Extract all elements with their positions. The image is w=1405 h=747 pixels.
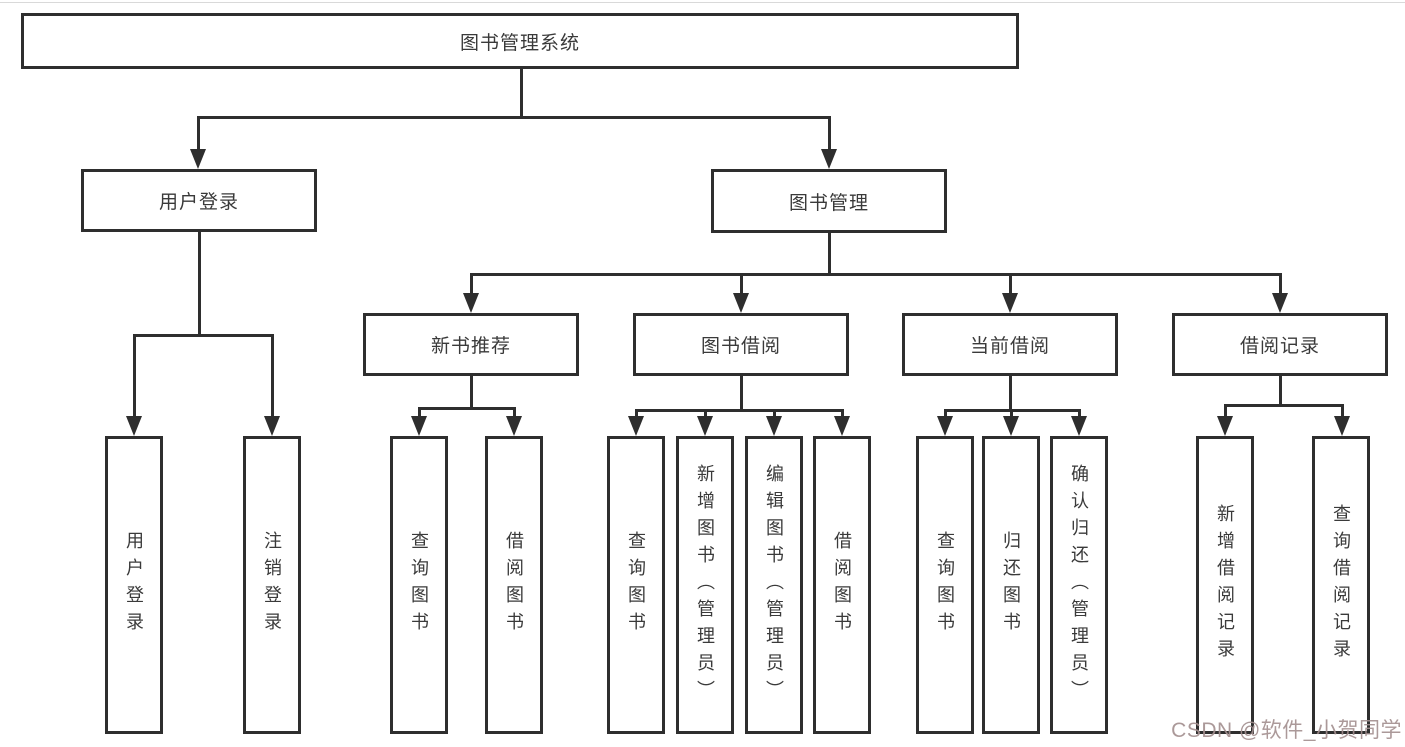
node-root: 图书管理系统: [21, 13, 1019, 69]
arrow-down-icon: [821, 149, 837, 169]
arrow-shaft-user-login-to-leaves-0: [132, 335, 136, 424]
connector-stem-book-borrowing-to-leaves: [739, 376, 743, 410]
node-current-borrowing: 当前借阅: [902, 313, 1118, 376]
node-leaf-query-book-3: 查询图书: [916, 436, 974, 734]
node-label-new-book-recommend: 新书推荐: [430, 336, 511, 357]
node-borrowing-records: 借阅记录: [1172, 313, 1388, 376]
connector-stem-book-management-to-level3: [827, 233, 831, 274]
arrow-down-icon: [733, 293, 749, 313]
node-leaf-confirm-return: 确认归还（管理员）: [1050, 436, 1108, 734]
arrow-down-icon: [1002, 293, 1018, 313]
node-label-leaf-add-book-admin: 新增图书（管理员）: [695, 463, 715, 707]
node-leaf-logout: 注销登录: [243, 436, 301, 734]
connector-stem-current-borrowing-to-leaves: [1008, 376, 1012, 410]
screenshot-top-border: [0, 2, 1405, 3]
arrow-down-icon: [1272, 293, 1288, 313]
arrow-shaft-book-management-to-level3-2: [1008, 274, 1012, 301]
arrow-down-icon: [1003, 416, 1019, 436]
node-label-root: 图书管理系统: [459, 32, 580, 54]
connector-bar-book-borrowing-to-leaves: [634, 408, 844, 412]
arrow-shaft-root-to-level2-1: [827, 117, 831, 157]
arrow-down-icon: [628, 416, 644, 436]
node-new-book-recommend: 新书推荐: [363, 313, 579, 376]
node-leaf-query-book-2: 查询图书: [607, 436, 665, 734]
node-leaf-add-borrow-record: 新增借阅记录: [1196, 436, 1254, 734]
arrow-down-icon: [697, 416, 713, 436]
arrow-down-icon: [937, 416, 953, 436]
node-label-leaf-return-book: 归还图书: [1001, 531, 1021, 639]
node-label-leaf-user-login: 用户登录: [124, 531, 144, 639]
node-label-leaf-query-book-2: 查询图书: [626, 531, 646, 639]
node-label-leaf-logout: 注销登录: [262, 531, 282, 639]
node-leaf-borrow-book-1: 借阅图书: [485, 436, 543, 734]
node-leaf-add-book-admin: 新增图书（管理员）: [676, 436, 734, 734]
arrow-shaft-borrowing-records-to-leaves-1: [1340, 405, 1344, 424]
node-leaf-borrow-book-2: 借阅图书: [813, 436, 871, 734]
node-label-book-management: 图书管理: [788, 192, 869, 214]
connector-bar-user-login-to-leaves: [132, 333, 274, 337]
arrow-shaft-book-management-to-level3-1: [739, 274, 743, 301]
arrow-down-icon: [766, 416, 782, 436]
arrow-down-icon: [1334, 416, 1350, 436]
node-label-book-borrowing: 图书借阅: [700, 336, 781, 357]
connector-stem-borrowing-records-to-leaves: [1278, 376, 1282, 405]
node-label-leaf-query-borrow-record: 查询借阅记录: [1331, 504, 1351, 666]
node-label-leaf-borrow-book-1: 借阅图书: [504, 531, 524, 639]
csdn-watermark: CSDN @软件_小贺同学: [1171, 719, 1402, 742]
arrow-shaft-book-management-to-level3-3: [1278, 274, 1282, 301]
connector-bar-borrowing-records-to-leaves: [1223, 403, 1344, 407]
arrow-shaft-user-login-to-leaves-1: [270, 335, 274, 424]
arrow-down-icon: [834, 416, 850, 436]
arrow-down-icon: [411, 416, 427, 436]
arrow-shaft-book-management-to-level3-0: [469, 274, 473, 301]
arrow-shaft-borrowing-records-to-leaves-0: [1223, 405, 1227, 424]
arrow-shaft-root-to-level2-0: [196, 117, 200, 157]
node-book-management: 图书管理: [711, 169, 947, 233]
node-label-leaf-add-borrow-record: 新增借阅记录: [1215, 504, 1235, 666]
connector-bar-root-to-level2: [196, 115, 831, 119]
node-label-leaf-borrow-book-2: 借阅图书: [832, 531, 852, 639]
node-label-leaf-query-book-3: 查询图书: [935, 531, 955, 639]
arrow-down-icon: [463, 293, 479, 313]
node-label-leaf-query-book-1: 查询图书: [409, 531, 429, 639]
node-label-leaf-confirm-return: 确认归还（管理员）: [1069, 463, 1089, 707]
node-label-current-borrowing: 当前借阅: [969, 336, 1050, 357]
node-label-leaf-edit-book-admin: 编辑图书（管理员）: [764, 463, 784, 707]
arrow-down-icon: [506, 416, 522, 436]
node-leaf-user-login: 用户登录: [105, 436, 163, 734]
connector-bar-book-management-to-level3: [469, 272, 1282, 276]
node-leaf-query-book-1: 查询图书: [390, 436, 448, 734]
node-leaf-return-book: 归还图书: [982, 436, 1040, 734]
node-label-borrowing-records: 借阅记录: [1239, 336, 1320, 357]
node-leaf-edit-book-admin: 编辑图书（管理员）: [745, 436, 803, 734]
node-user-login: 用户登录: [81, 169, 317, 232]
connector-bar-new-book-recommend-to-leaves: [417, 406, 516, 410]
node-label-user-login: 用户登录: [158, 192, 239, 213]
connector-stem-new-book-recommend-to-leaves: [469, 376, 473, 408]
arrow-down-icon: [1217, 416, 1233, 436]
connector-stem-user-login-to-leaves: [197, 232, 201, 335]
node-book-borrowing: 图书借阅: [633, 313, 849, 376]
arrow-down-icon: [264, 416, 280, 436]
arrow-down-icon: [126, 416, 142, 436]
connector-stem-root-to-level2: [519, 69, 523, 117]
arrow-down-icon: [190, 149, 206, 169]
node-leaf-query-borrow-record: 查询借阅记录: [1312, 436, 1370, 734]
arrow-down-icon: [1071, 416, 1087, 436]
